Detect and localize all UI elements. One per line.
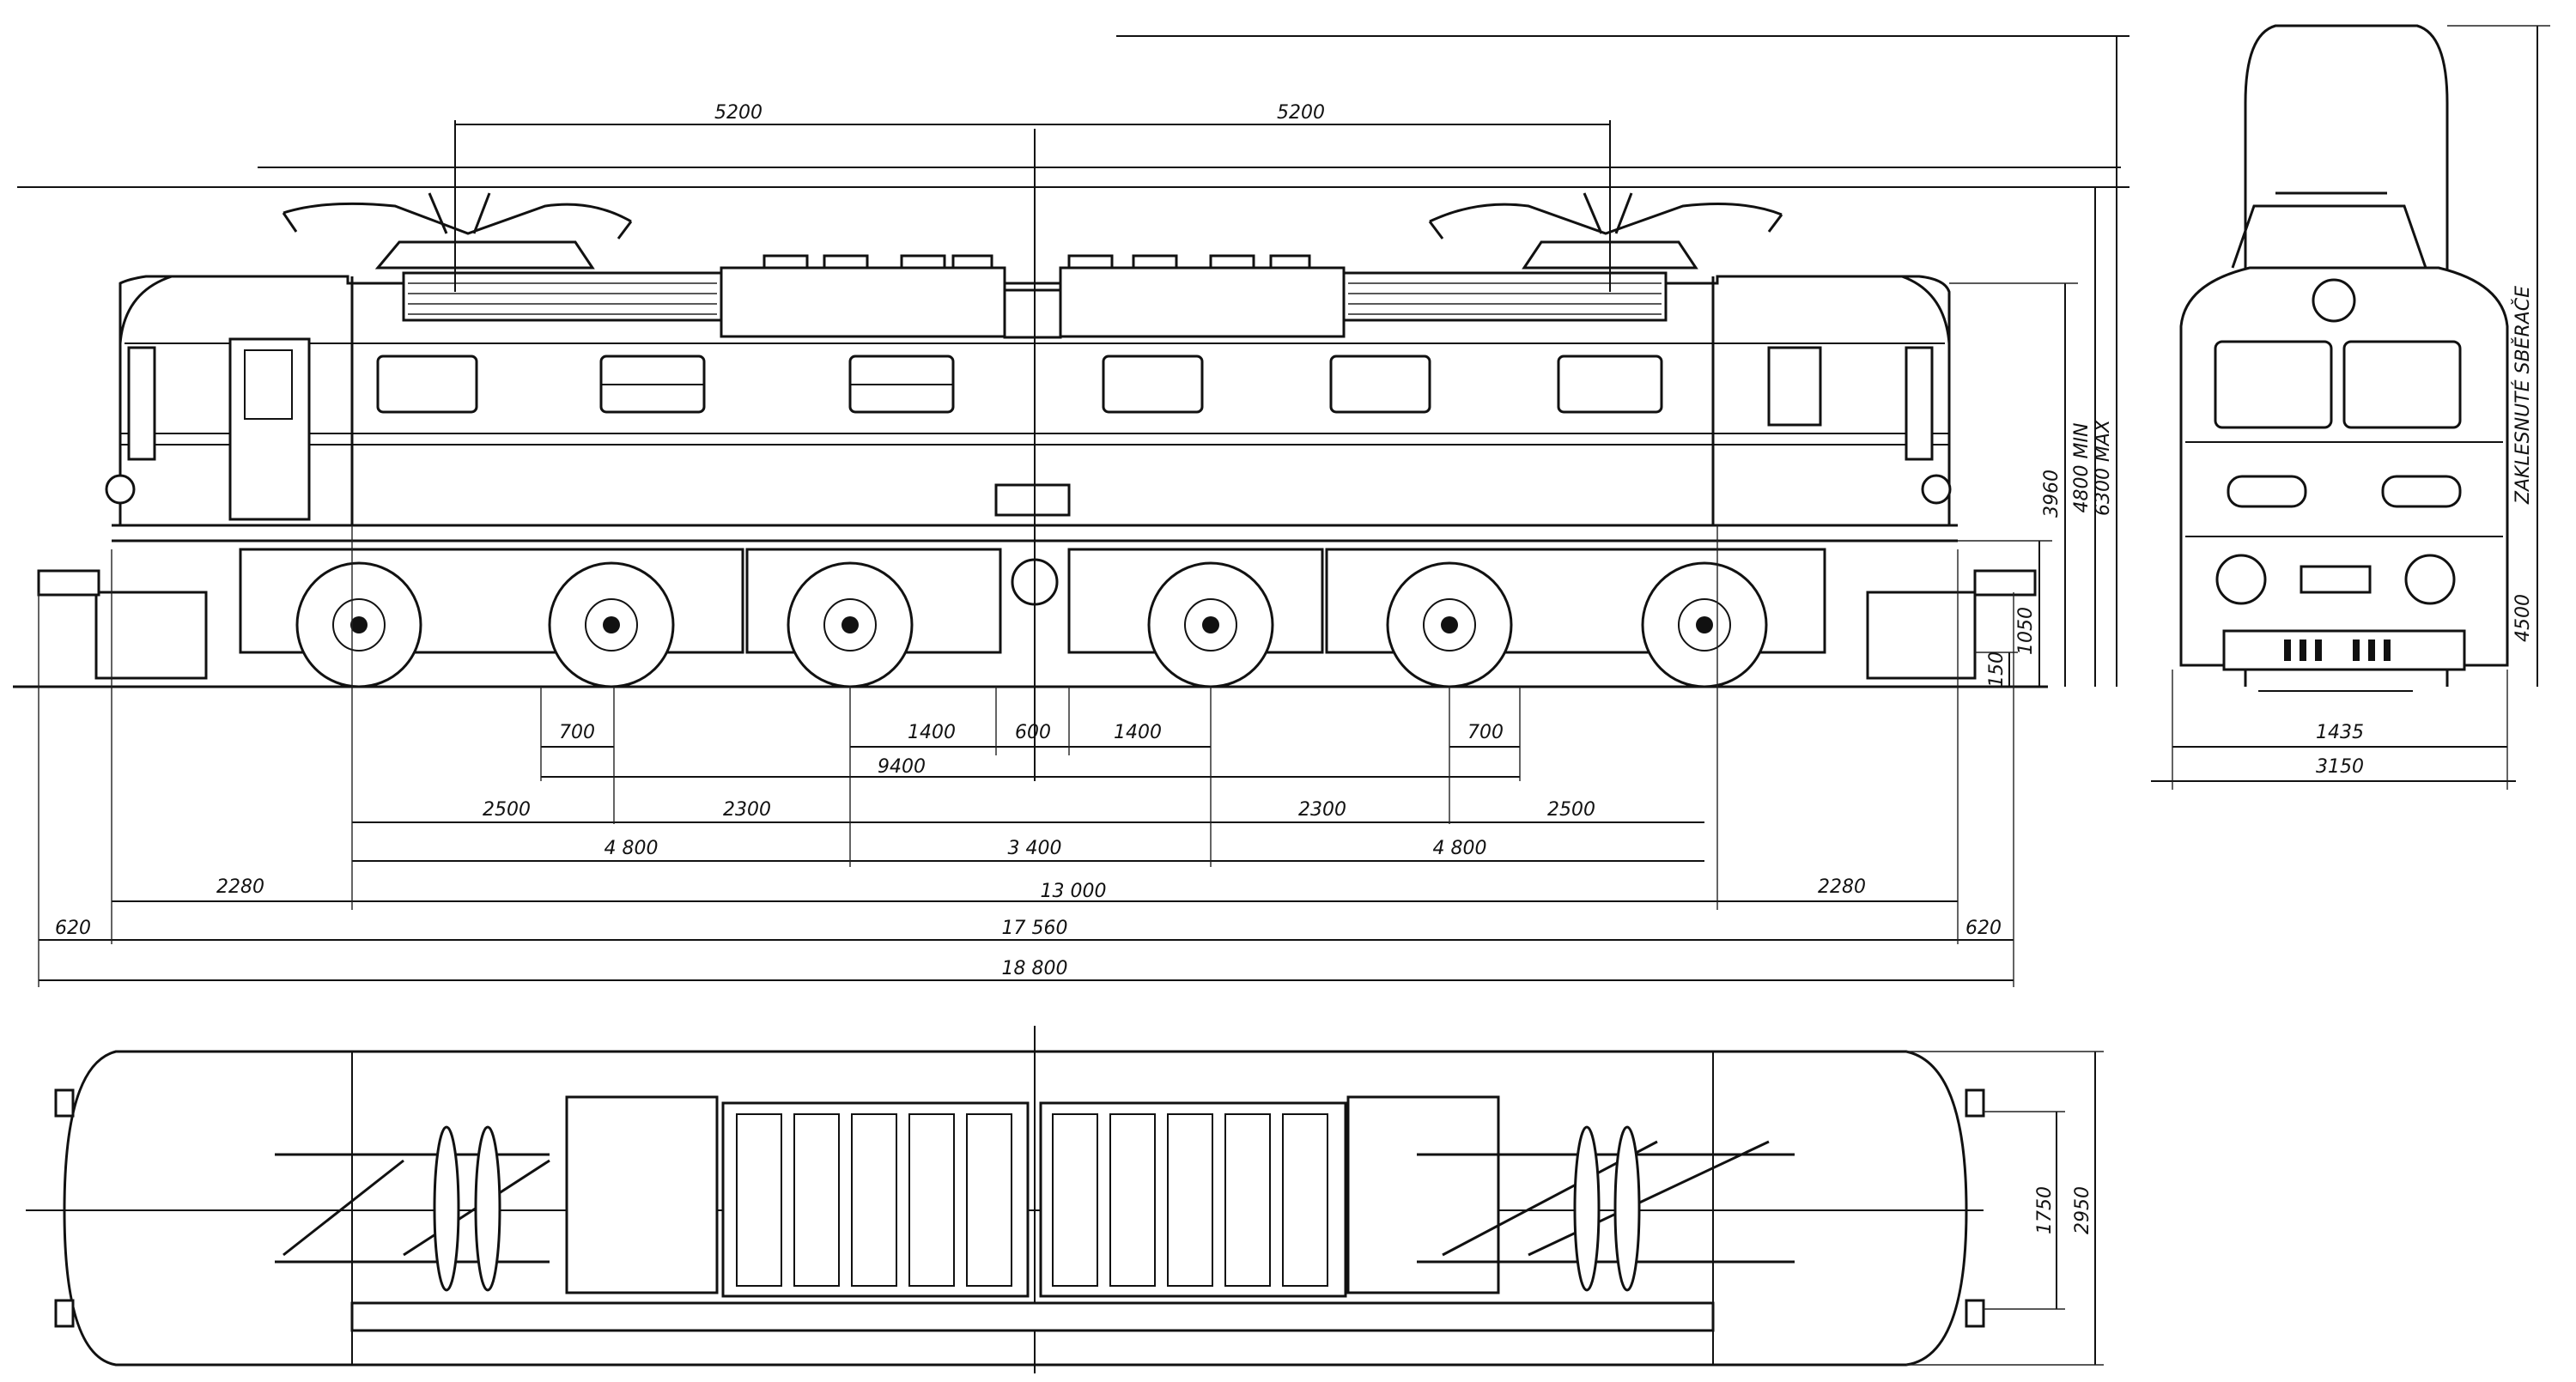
plan-roof-panels bbox=[350, 1095, 1715, 1332]
left-headlight bbox=[105, 474, 136, 505]
dim-roof-height: 3960 bbox=[2041, 470, 2063, 518]
dim-spacing-left-outer: 2500 bbox=[483, 799, 531, 821]
dim-bogie-middle: 3 400 bbox=[1008, 838, 1062, 859]
dim-spacing-right-inner: 2300 bbox=[1298, 799, 1346, 821]
side-window-5 bbox=[1329, 355, 1431, 414]
center-plate bbox=[994, 483, 1071, 517]
front-window-left bbox=[2214, 340, 2333, 429]
left-cab-door bbox=[228, 337, 311, 521]
dim-plan-outer-width: 2950 bbox=[2072, 1186, 2093, 1234]
right-side-window bbox=[1767, 346, 1822, 427]
dim-plan-inner-width: 1750 bbox=[2034, 1186, 2056, 1234]
roof-resistor-box-left bbox=[720, 266, 1006, 338]
right-cab-nose bbox=[1901, 275, 1951, 525]
front-pantograph bbox=[2231, 204, 2427, 269]
dim-pantograph-max: 6300 MAX bbox=[2093, 419, 2114, 516]
dim-bogie-left: 4 800 bbox=[605, 838, 659, 859]
dim-axle-inner-span: 9400 bbox=[878, 756, 926, 778]
dim-pantograph-min: 4800 MIN bbox=[2071, 423, 2093, 513]
dim-axle-center-b: 1400 bbox=[1114, 722, 1162, 743]
dim-overhang-right: 2280 bbox=[1818, 876, 1866, 898]
front-top-lamp bbox=[2312, 278, 2356, 323]
dim-front-lowered-height: 4500 bbox=[2512, 594, 2534, 642]
side-window-1 bbox=[376, 355, 478, 414]
dim-buffer-right: 620 bbox=[1965, 918, 2002, 939]
front-headlight-left bbox=[2215, 554, 2267, 605]
dimension-lines-bottom bbox=[38, 525, 2014, 987]
front-body bbox=[2179, 266, 2509, 667]
plan-pantograph-left bbox=[275, 1125, 550, 1292]
dim-pantograph-right: 5200 bbox=[1277, 102, 1325, 124]
side-window-6 bbox=[1557, 355, 1663, 414]
dim-front-lowered-label: ZAKLESNUTÉ SBĚRAČE bbox=[2512, 286, 2534, 505]
dim-overall-length: 18 800 bbox=[1002, 958, 1068, 979]
side-elevation-view: 5200 5200 bbox=[13, 35, 2129, 987]
right-end-skirt bbox=[1866, 591, 1977, 680]
dim-buffer-height: 150 bbox=[1986, 652, 2008, 688]
left-cab-nose bbox=[118, 275, 173, 525]
left-door-window bbox=[244, 349, 293, 420]
dim-floor-height: 1050 bbox=[2015, 607, 2037, 655]
louvre-lines bbox=[408, 282, 1662, 315]
wheelset-group bbox=[295, 561, 1768, 688]
dim-overhang-left: 2280 bbox=[216, 876, 264, 898]
front-headlight-right bbox=[2404, 554, 2456, 605]
dim-bogie-right: 4 800 bbox=[1433, 838, 1487, 859]
dim-body-length: 17 560 bbox=[1002, 918, 1068, 939]
right-front-window bbox=[1905, 346, 1934, 461]
dim-buffer-left: 620 bbox=[55, 918, 91, 939]
right-buffer bbox=[1973, 569, 2037, 597]
left-front-window bbox=[127, 346, 156, 461]
dim-pivot-span: 13 000 bbox=[1041, 881, 1107, 902]
front-coupler-slots bbox=[2284, 639, 2391, 661]
side-window-4 bbox=[1102, 355, 1204, 414]
dim-spacing-right-outer: 2500 bbox=[1547, 799, 1595, 821]
front-clearance-outline bbox=[2244, 24, 2449, 687]
right-roof-louvres bbox=[1342, 271, 1668, 322]
dim-front-width: 3150 bbox=[2316, 756, 2364, 778]
plan-pantograph-right bbox=[1417, 1125, 1795, 1292]
dim-axle-left: 700 bbox=[559, 722, 595, 743]
roof-center-box bbox=[1003, 288, 1062, 339]
roof-insulators bbox=[762, 254, 1311, 270]
right-pantograph bbox=[1428, 192, 1783, 270]
roof-resistor-box-right bbox=[1059, 266, 1346, 338]
left-roof-louvres bbox=[402, 271, 723, 322]
plan-view bbox=[26, 1026, 2104, 1373]
dim-spacing-left-inner: 2300 bbox=[723, 799, 771, 821]
vertical-dimension-lines bbox=[1949, 36, 2117, 687]
dim-axle-center-a: 1400 bbox=[908, 722, 956, 743]
left-pantograph bbox=[282, 192, 633, 270]
right-headlight bbox=[1921, 474, 1952, 505]
dim-axle-center-gap: 600 bbox=[1015, 722, 1051, 743]
front-window-right bbox=[2342, 340, 2462, 429]
dim-pantograph-left: 5200 bbox=[714, 102, 762, 124]
front-view bbox=[2151, 24, 2550, 790]
left-buffer bbox=[37, 569, 100, 597]
left-end-skirt bbox=[94, 591, 208, 680]
dim-axle-right: 700 bbox=[1467, 722, 1504, 743]
dim-front-gauge: 1435 bbox=[2316, 722, 2364, 743]
